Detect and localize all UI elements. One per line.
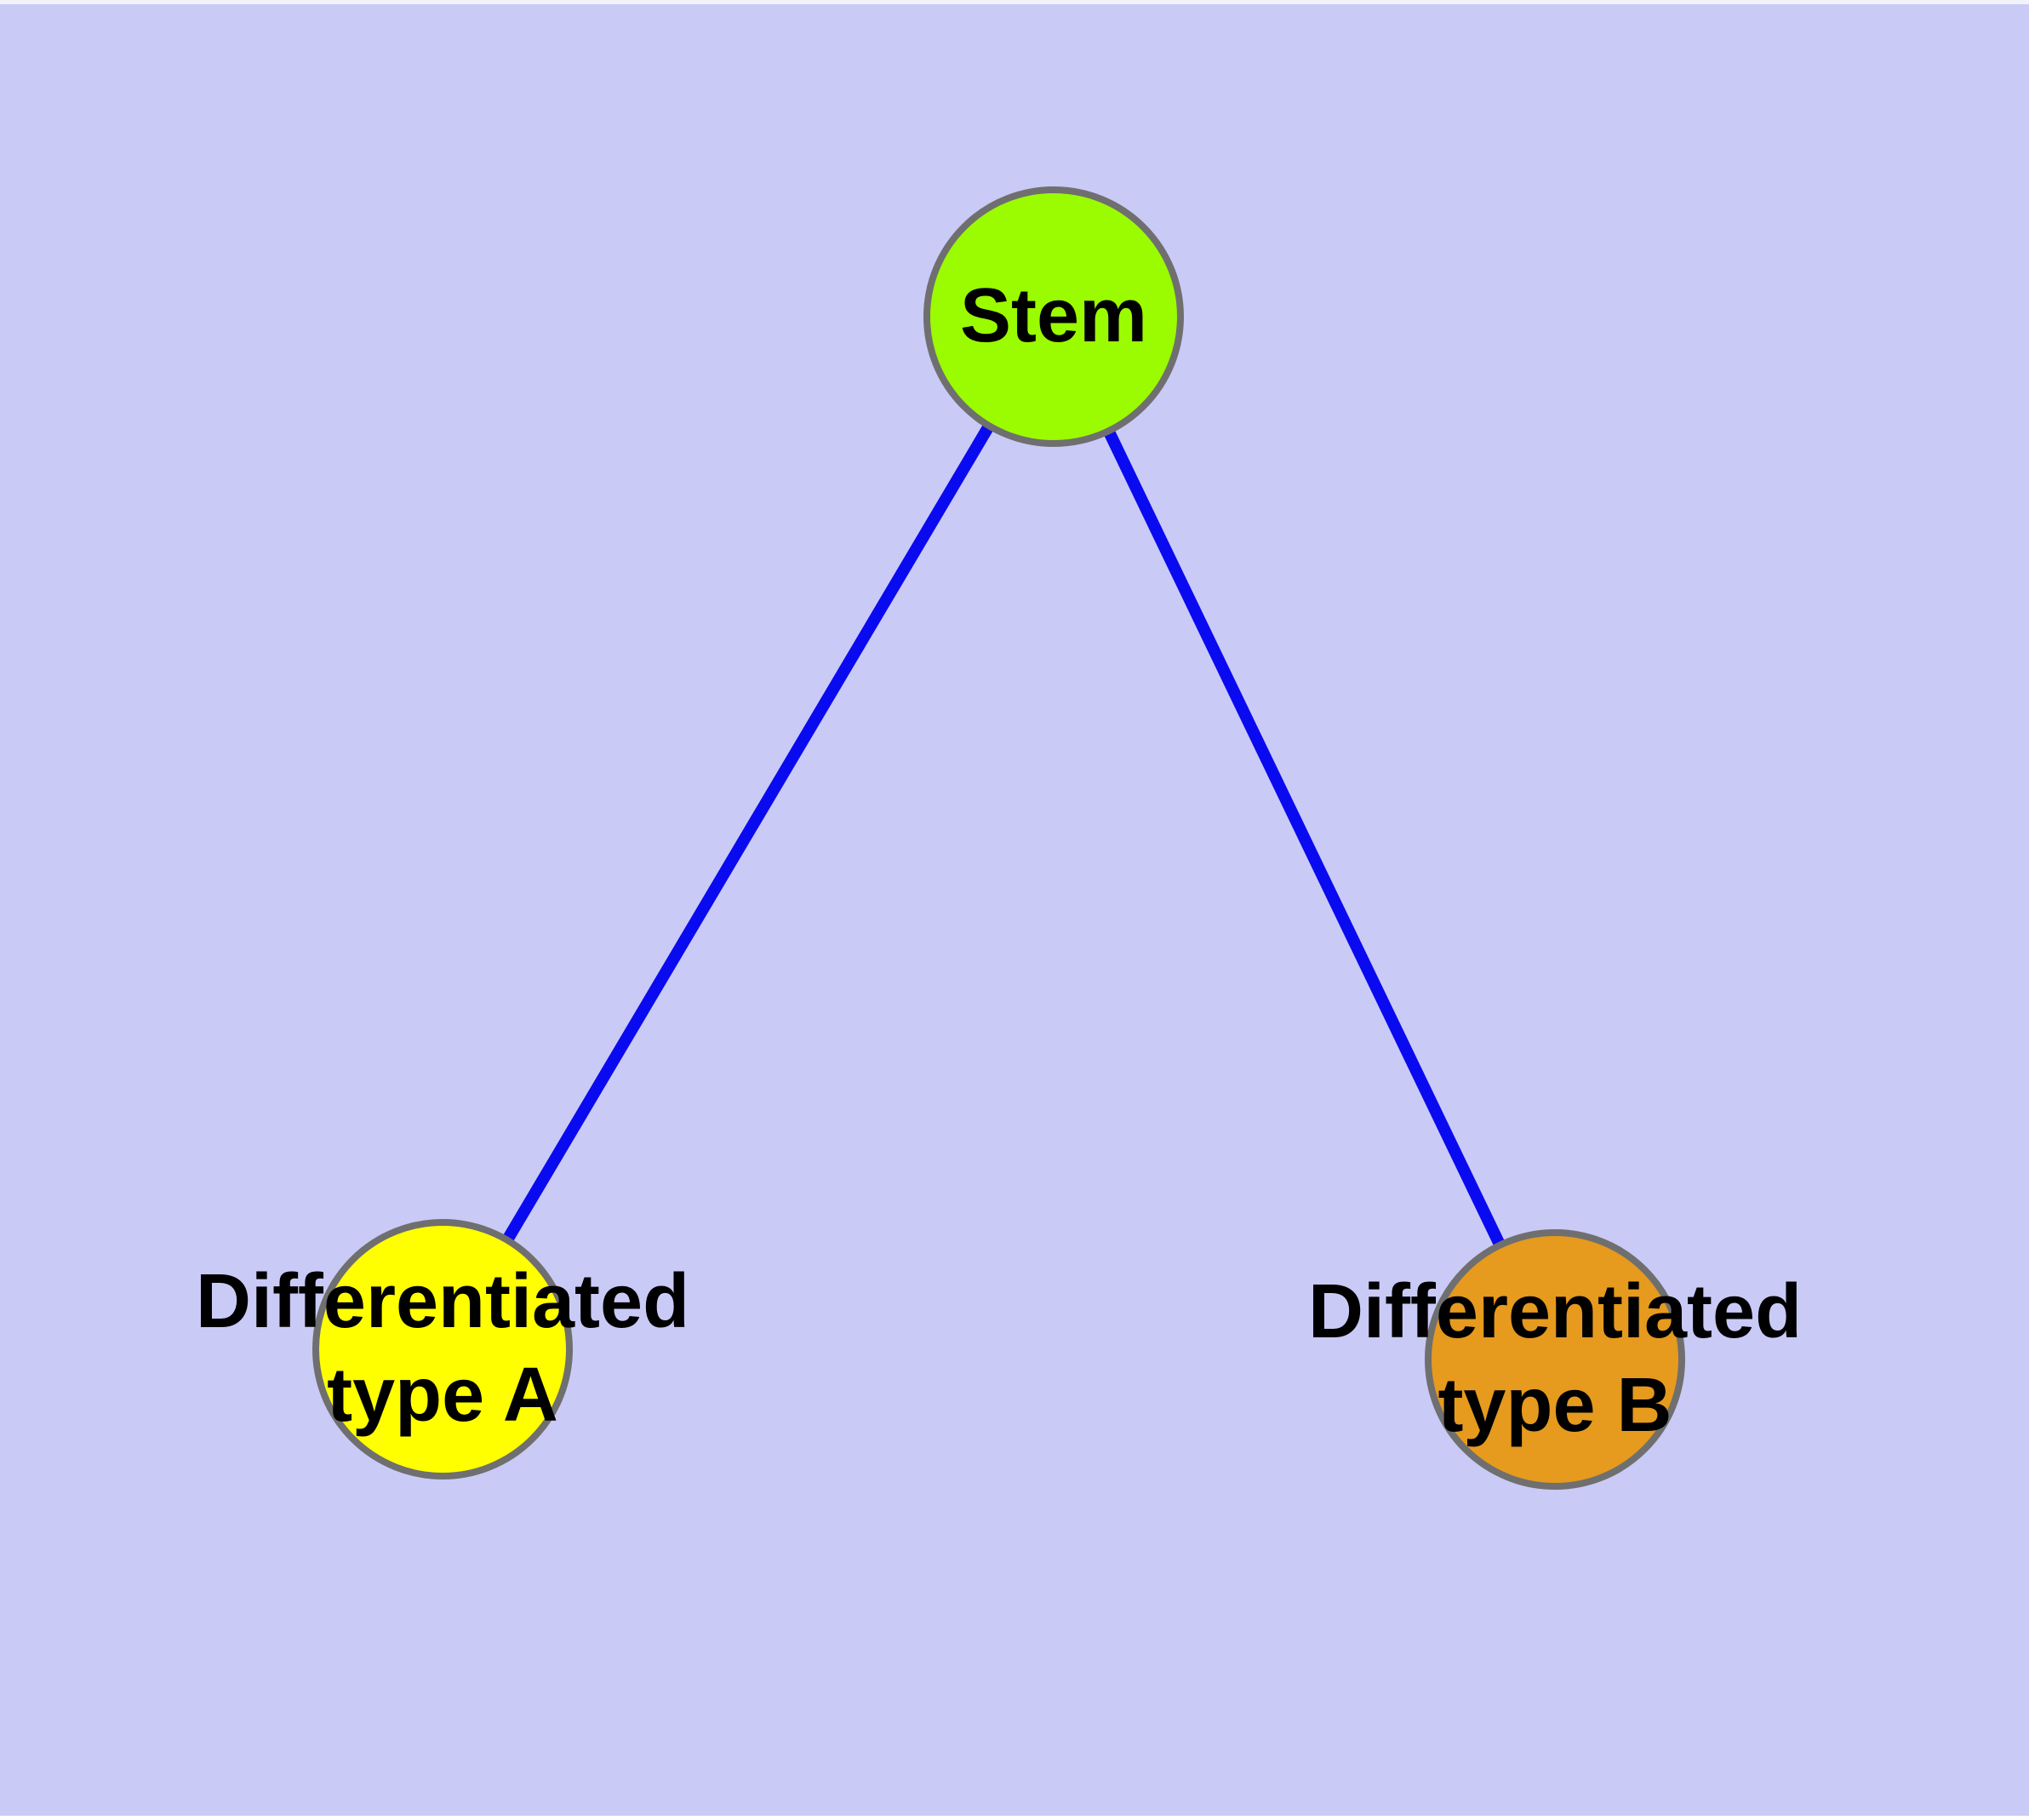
node-label-differentiated-type-a: Differentiated type A (196, 1256, 689, 1443)
window-bottom-edge (0, 1816, 2029, 1820)
window-top-edge (0, 0, 2029, 4)
edge-stem-type-b (1048, 313, 1561, 1363)
node-stem (923, 186, 1184, 447)
node-differentiated-type-a (312, 1219, 573, 1479)
node-label-stem: Stem (960, 270, 1147, 363)
node-label-text: Differentiated (1307, 1269, 1803, 1355)
edge-stem-type-a (437, 313, 1060, 1353)
node-label-text: type B (1437, 1363, 1672, 1448)
node-label-text: type A (327, 1353, 558, 1438)
node-label-text: Stem (959, 273, 1148, 359)
node-label-differentiated-type-b: Differentiated type B (1308, 1266, 1802, 1453)
node-differentiated-type-b (1425, 1229, 1685, 1490)
node-label-text: Differentiated (195, 1259, 690, 1345)
